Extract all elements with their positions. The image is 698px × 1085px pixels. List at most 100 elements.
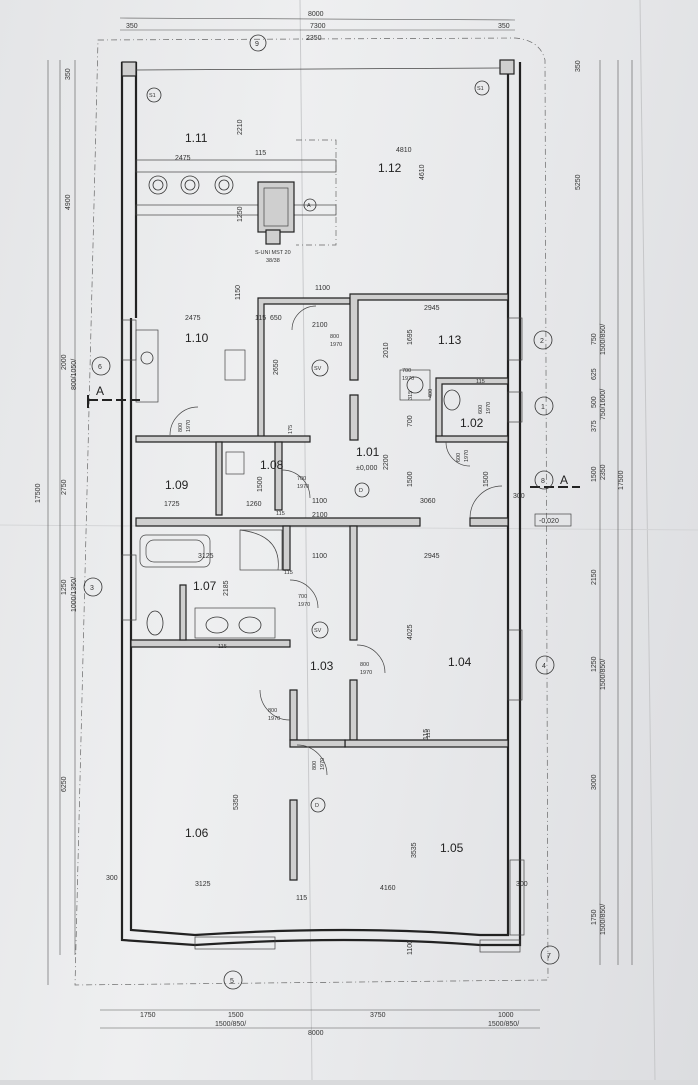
dim-label: 1500 bbox=[591, 466, 598, 482]
door-label: 1970 bbox=[464, 450, 470, 462]
door-label: 1970 bbox=[360, 670, 372, 676]
axis-marker: 9 bbox=[255, 41, 259, 48]
fixture-label: 38/38 bbox=[266, 258, 280, 264]
axis-marker: D bbox=[315, 803, 319, 809]
dim-label: 2150 bbox=[591, 569, 598, 585]
axis-marker: 3 bbox=[90, 585, 94, 592]
dim-label: 1500/850/ bbox=[215, 1021, 246, 1028]
axis-marker: 1 bbox=[541, 404, 545, 411]
outside-level: -0,020 bbox=[539, 518, 559, 525]
axis-marker: D bbox=[359, 488, 363, 494]
room-labels: 1.11 1.12 1.10 1.13 1.09 1.08 1.01 1.02 … bbox=[165, 131, 484, 855]
door-label: 600 bbox=[478, 405, 484, 414]
room-label: 1.03 bbox=[310, 659, 334, 673]
door-label: 1970 bbox=[402, 376, 414, 382]
dim-label: 1500 bbox=[483, 471, 490, 487]
section-marker: A bbox=[560, 473, 568, 487]
dim-label: 3535 bbox=[411, 842, 418, 858]
axis-marker: S1 bbox=[149, 93, 156, 99]
dim-label: 115 bbox=[476, 379, 485, 385]
dim-label: 3125 bbox=[195, 881, 211, 888]
axis-markers: 9 S1 S1 1 2 3 4 5 6 7 8 A A A D D SV SV bbox=[83, 34, 568, 990]
room-label: 1.08 bbox=[260, 458, 284, 472]
dim-label: 1100 bbox=[312, 553, 327, 560]
dim-label: 2945 bbox=[424, 553, 440, 560]
dimension-lines bbox=[47, 17, 633, 1029]
dim-label: 1500 bbox=[407, 471, 414, 487]
room-label: 1.11 bbox=[185, 131, 208, 145]
dim-label: 1750 bbox=[140, 1012, 156, 1019]
dim-label: 2750 bbox=[61, 479, 68, 495]
doors bbox=[169, 305, 503, 776]
dim-label: 115 bbox=[218, 644, 227, 650]
fold-line bbox=[0, 524, 698, 531]
dim-label: 3125 bbox=[198, 553, 214, 560]
axis-marker: SV bbox=[314, 628, 322, 634]
room-label: 1.10 bbox=[185, 331, 209, 345]
dim-label: 3750 bbox=[370, 1012, 386, 1019]
axis-marker: 5 bbox=[230, 978, 234, 985]
floor-level: ±0,000 bbox=[356, 465, 377, 472]
dim-label: 1695 bbox=[407, 329, 414, 345]
dim-label: 6250 bbox=[61, 776, 68, 792]
dim-label: 750/1600/ bbox=[600, 389, 607, 420]
door-label: 1970 bbox=[268, 716, 280, 722]
dim-label: 2100 bbox=[312, 512, 328, 519]
fold-line bbox=[299, 0, 313, 1081]
dim-label: 300 bbox=[516, 881, 528, 888]
axis-marker: 4 bbox=[542, 663, 546, 670]
axis-marker: 2 bbox=[540, 338, 544, 345]
dim-label: 2650 bbox=[273, 359, 280, 375]
dim-label: 2200 bbox=[383, 454, 390, 470]
dim-label: 8000 bbox=[308, 11, 324, 18]
dim-label: 2000 bbox=[61, 354, 68, 370]
axis-marker: A bbox=[307, 203, 311, 209]
room-label: 1.12 bbox=[378, 161, 402, 175]
door-label: 600 bbox=[456, 453, 462, 462]
door-label: 700 bbox=[402, 368, 411, 374]
dim-label: 1725 bbox=[164, 501, 180, 508]
dim-label: 5350 bbox=[233, 794, 240, 810]
dim-label: 1260 bbox=[246, 501, 262, 508]
door-labels: 800 1970 800 1970 700 1970 600 1970 700 … bbox=[178, 334, 492, 770]
dim-label: 1750 bbox=[591, 909, 598, 925]
dim-label: 315 bbox=[408, 391, 414, 400]
dim-label: 3060 bbox=[420, 498, 436, 505]
dim-label: 1500/850/ bbox=[488, 1021, 519, 1028]
door-label: 800 bbox=[268, 708, 277, 714]
door-label: 800 bbox=[178, 423, 184, 432]
dim-label: 2475 bbox=[175, 155, 191, 162]
dim-label: 2100 bbox=[312, 322, 328, 329]
dim-label: 2350 bbox=[600, 464, 607, 480]
dim-label: 4025 bbox=[407, 624, 414, 640]
room-label: 1.05 bbox=[440, 841, 464, 855]
dim-label: 300 bbox=[513, 493, 525, 500]
axis-marker: 8 bbox=[541, 478, 545, 485]
dim-label: 115 bbox=[284, 570, 293, 576]
dim-label: 5250 bbox=[575, 174, 582, 190]
dim-label: 4610 bbox=[419, 164, 426, 180]
axis-marker: S1 bbox=[477, 86, 484, 92]
dim-label: 350 bbox=[575, 60, 582, 72]
room-label: 1.04 bbox=[448, 655, 472, 669]
dim-label: 1100 bbox=[312, 498, 327, 505]
dim-label: 1000/1350/ bbox=[71, 577, 78, 612]
dim-label: 375 bbox=[591, 420, 598, 432]
room-label: 1.13 bbox=[438, 333, 462, 347]
door-label: 800 bbox=[330, 334, 339, 340]
dim-label: 700 bbox=[407, 415, 414, 427]
dim-label: 1100 bbox=[407, 940, 414, 955]
dim-label: 2475 bbox=[185, 315, 201, 322]
dim-label: 1500/850/ bbox=[600, 659, 607, 690]
room-label: 1.07 bbox=[193, 579, 217, 593]
room-label: 1.09 bbox=[165, 478, 189, 492]
door-label: 1970 bbox=[298, 602, 310, 608]
dim-label: 4810 bbox=[396, 147, 412, 154]
door-label: 1970 bbox=[297, 484, 309, 490]
dim-label: 2010 bbox=[383, 342, 390, 358]
dim-label: 1150 bbox=[235, 285, 242, 300]
outer-boundary bbox=[74, 37, 549, 986]
dim-label: 115 bbox=[255, 315, 266, 322]
